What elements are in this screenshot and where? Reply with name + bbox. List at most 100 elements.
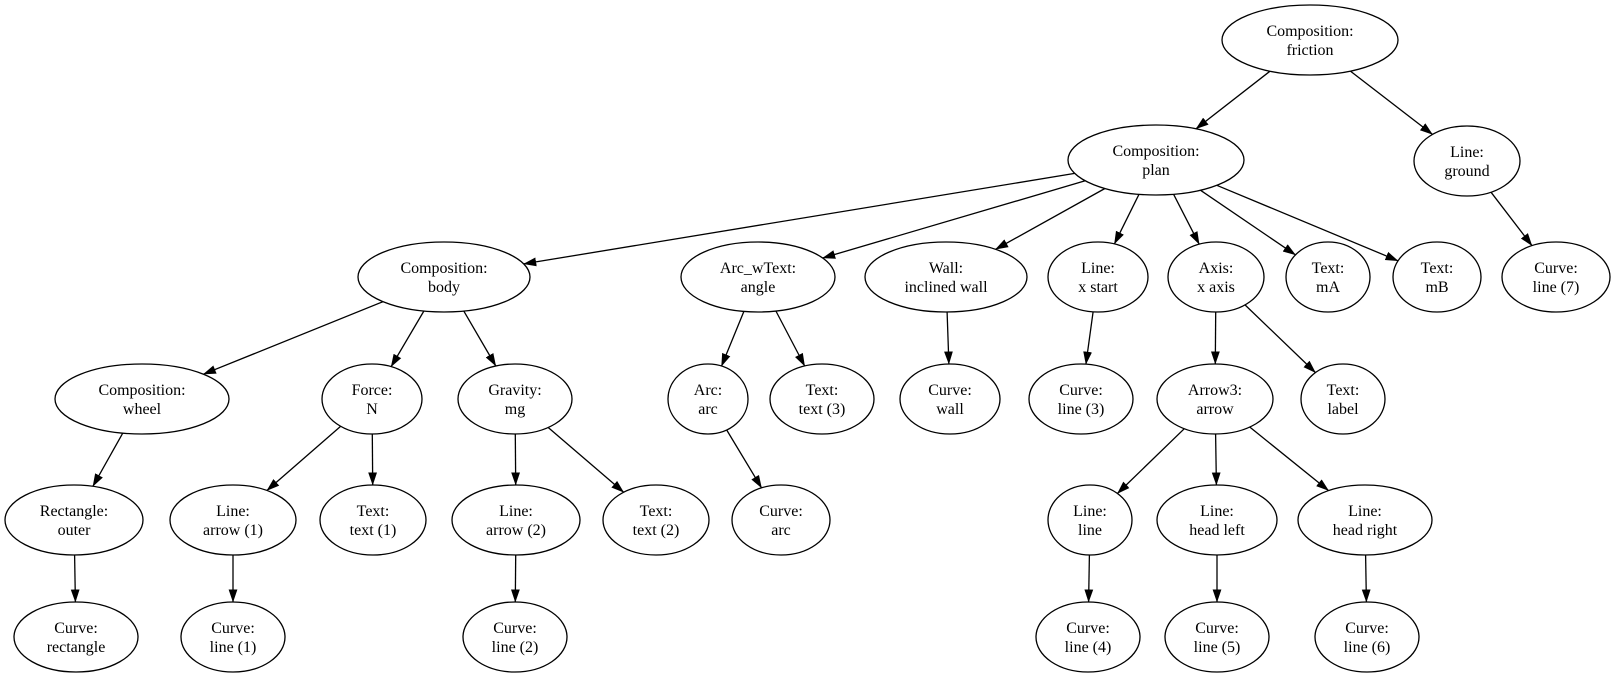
edge-plan-to-angle (822, 180, 1086, 259)
node-line2: Curve:line (2) (462, 601, 568, 673)
edge-headright-to-line6 (1361, 554, 1371, 603)
edge-wheel-to-outer (92, 432, 124, 487)
node-ellipse-ground (1413, 125, 1521, 197)
node-label-mB: Text:mB (1421, 260, 1454, 296)
node-line: Line:line (1047, 484, 1133, 556)
node-ellipse-line (1047, 484, 1133, 556)
edge-arrow3-to-headright (1249, 426, 1330, 492)
node-label-text2: Text:text (2) (633, 503, 680, 539)
node-ellipse-curvewall (899, 363, 1001, 435)
edge-plan-to-wall (995, 187, 1106, 250)
edge-outer-to-rectangle (70, 554, 80, 603)
edge-xstart-to-curveline3 (1083, 311, 1094, 365)
node-ellipse-line6 (1314, 601, 1420, 673)
node-rectangle: Curve:rectangle (13, 601, 139, 673)
node-ellipse-curvearc (731, 484, 831, 556)
nodes-layer: Composition:frictionComposition:planLine… (4, 4, 1611, 673)
node-label-ground: Line:ground (1444, 144, 1489, 180)
node-label-angle: Arc_wText:angle (720, 260, 796, 296)
edge-xaxis-to-label (1244, 304, 1316, 374)
node-ellipse-friction (1221, 4, 1399, 76)
node-headleft: Line:head left (1156, 484, 1278, 556)
edge-plan-to-mB (1216, 184, 1399, 262)
node-body: Composition:body (357, 241, 531, 313)
node-label-outer: Rectangle:outer (40, 503, 108, 539)
node-label-line5: Curve:line (5) (1194, 620, 1241, 656)
node-ellipse-arrow1 (169, 484, 297, 556)
node-curvewall: Curve:wall (899, 363, 1001, 435)
node-headright: Line:head right (1297, 484, 1433, 556)
node-ellipse-line5 (1164, 601, 1270, 673)
node-xstart: Line:x start (1047, 241, 1149, 313)
node-label-xstart: Line:x start (1078, 260, 1118, 296)
node-line6: Curve:line (6) (1314, 601, 1420, 673)
edge-ground-to-line7 (1490, 191, 1533, 247)
node-forceN: Force:N (321, 363, 423, 435)
edge-plan-to-xstart (1113, 194, 1140, 245)
edge-arrow3-to-line (1116, 428, 1185, 494)
node-ellipse-arc (667, 363, 749, 435)
node-label-line: Line:line (1073, 503, 1107, 539)
edge-angle-to-text3 (775, 310, 806, 367)
node-line1: Curve:line (1) (180, 601, 286, 673)
node-wall: Wall:inclined wall (864, 241, 1028, 313)
node-ellipse-xstart (1047, 241, 1149, 313)
node-text2: Text:text (2) (602, 484, 710, 556)
node-label-arrow3: Arrow3:arrow (1188, 382, 1242, 418)
node-ellipse-arrow3 (1156, 363, 1274, 435)
node-ellipse-wheel (54, 363, 230, 435)
edge-arc-to-curvearc (726, 429, 763, 489)
node-label-plan: Composition:plan (1112, 143, 1199, 179)
node-xaxis: Axis:x axis (1167, 241, 1265, 313)
node-label-gravity: Gravity:mg (488, 382, 541, 418)
edge-plan-to-xaxis (1173, 194, 1200, 245)
edge-angle-to-arc (720, 311, 745, 367)
node-ellipse-text2 (602, 484, 710, 556)
node-label-arrow1: Line:arrow (1) (203, 503, 263, 539)
node-line5: Curve:line (5) (1164, 601, 1270, 673)
node-curveline3: Curve:line (3) (1028, 363, 1134, 435)
edges-layer (70, 70, 1533, 603)
node-friction: Composition:friction (1221, 4, 1399, 76)
node-label-line2: Curve:line (2) (492, 620, 539, 656)
node-ground: Line:ground (1413, 125, 1521, 197)
node-arrow1: Line:arrow (1) (169, 484, 297, 556)
node-line7: Curve:line (7) (1501, 241, 1611, 313)
node-ellipse-rectangle (13, 601, 139, 673)
node-angle: Arc_wText:angle (680, 241, 836, 313)
edge-line-to-line4 (1084, 554, 1094, 603)
node-ellipse-plan (1067, 124, 1245, 196)
node-label-curvewall: Curve:wall (928, 382, 972, 418)
node-ellipse-body (357, 241, 531, 313)
node-ellipse-headleft (1156, 484, 1278, 556)
node-plan: Composition:plan (1067, 124, 1245, 196)
edge-body-to-forceN (390, 310, 425, 368)
node-label-forceN: Force:N (352, 382, 393, 418)
node-ellipse-label (1300, 363, 1386, 435)
node-ellipse-line2 (462, 601, 568, 673)
node-ellipse-curveline3 (1028, 363, 1134, 435)
node-ellipse-text3 (769, 363, 875, 435)
node-label-text3: Text:text (3) (799, 382, 846, 418)
node-label-curvearc: Curve:arc (759, 503, 803, 539)
node-label-line4: Curve:line (4) (1065, 620, 1112, 656)
node-label-line7: Curve:line (7) (1533, 260, 1580, 296)
node-ellipse-line7 (1501, 241, 1611, 313)
node-label-text1: Text:text (1) (350, 503, 397, 539)
edge-body-to-wheel (202, 301, 384, 375)
node-ellipse-arrow2 (451, 484, 581, 556)
node-curvearc: Curve:arc (731, 484, 831, 556)
node-arc: Arc:arc (667, 363, 749, 435)
node-label: Text:label (1300, 363, 1386, 435)
edge-forceN-to-arrow1 (266, 425, 342, 491)
node-label-label: Text:label (1327, 382, 1360, 418)
edge-body-to-gravity (463, 310, 497, 367)
node-ellipse-text1 (319, 484, 427, 556)
edge-arrow3-to-headleft (1211, 433, 1221, 486)
node-label-arc: Arc:arc (694, 382, 722, 418)
node-label-xaxis: Axis:x axis (1197, 260, 1235, 296)
edge-wall-to-curvewall (944, 311, 953, 365)
node-ellipse-mB (1392, 241, 1482, 313)
